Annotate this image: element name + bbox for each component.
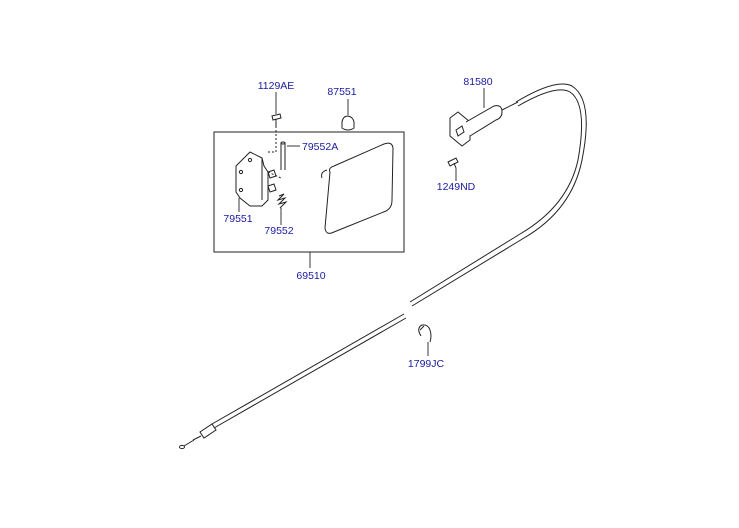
fuel-filler-door xyxy=(321,142,394,234)
hinge-bracket-79551 xyxy=(235,151,277,207)
release-cable xyxy=(179,83,587,450)
cap-87551 xyxy=(341,115,355,131)
release-handle-81580 xyxy=(449,101,519,147)
part-label-1129AE: 1129AE xyxy=(258,80,295,92)
part-label-81580: 81580 xyxy=(463,76,492,88)
spring-79552 xyxy=(276,193,288,209)
clip-1799JC xyxy=(418,324,432,343)
assembly-box-69510 xyxy=(213,131,405,253)
part-label-79552: 79552 xyxy=(264,225,293,237)
part-label-79552A: 79552A xyxy=(302,141,338,153)
part-label-79551: 79551 xyxy=(223,213,252,225)
part-label-1799JC: 1799JC xyxy=(408,358,445,370)
pin-79552A xyxy=(280,141,286,170)
assembly-guides xyxy=(266,130,282,179)
bolt-1249ND xyxy=(447,157,459,169)
part-label-87551: 87551 xyxy=(327,86,356,98)
part-label-1249ND: 1249ND xyxy=(437,181,476,193)
screw-1129AE xyxy=(271,113,282,128)
part-label-69510: 69510 xyxy=(296,270,325,282)
